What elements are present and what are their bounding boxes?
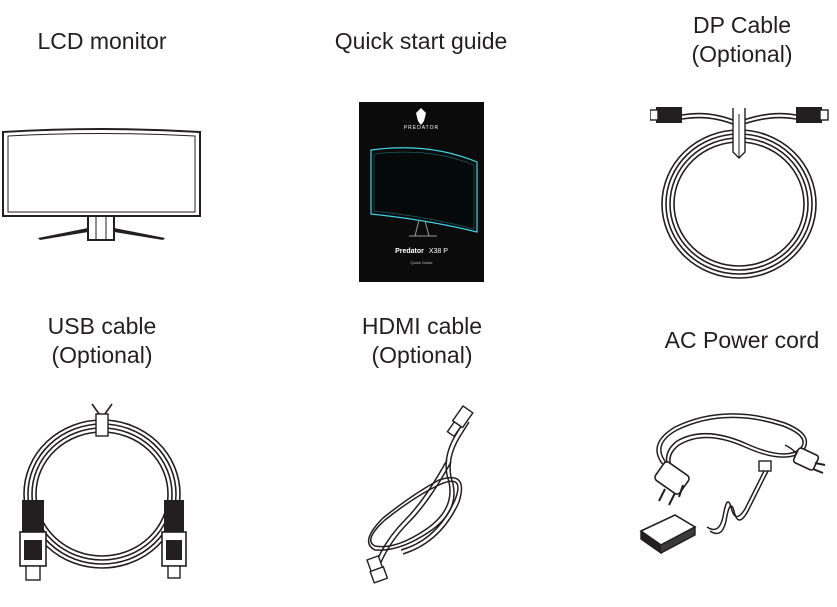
label-line: Quick start guide [334, 28, 508, 54]
label-line: DP Cable [692, 12, 792, 38]
hdmi-cable-icon [366, 405, 474, 584]
guide-brand: PREDATOR [403, 125, 440, 131]
lcd-monitor-label: LCD monitor [0, 27, 204, 56]
label-line: (Optional) [691, 41, 793, 67]
ac-power-cord-image [635, 405, 830, 555]
hdmi-cable-image [345, 400, 505, 585]
hdmi-cable-label: HDMI cable (Optional) [320, 312, 524, 370]
guide-model: Predator X38 P [359, 248, 484, 255]
guide-artwork [370, 108, 478, 237]
label-line: AC Power cord [664, 327, 820, 353]
label-line: HDMI cable [361, 313, 483, 339]
guide-subtitle: Quick Guide [410, 260, 433, 265]
power-adapter [639, 514, 697, 555]
plug-right [792, 447, 826, 474]
monitor-icon [2, 128, 201, 241]
label-line: USB cable [47, 313, 157, 339]
usb-plug-left [19, 500, 47, 581]
plug-left [654, 461, 690, 506]
label-line: LCD monitor [37, 28, 167, 54]
guide-cover: PREDATOR Predator X38 P Quick Guide [359, 102, 484, 282]
usb-cable-label: USB cable (Optional) [0, 312, 204, 370]
label-line: (Optional) [51, 342, 153, 368]
dp-cable-icon [650, 107, 829, 279]
dp-cable-image [650, 100, 830, 280]
quick-start-guide-label: Quick start guide [312, 27, 530, 56]
quick-start-guide-image: PREDATOR Predator X38 P Quick Guide [359, 102, 484, 282]
usb-cable-image [14, 400, 194, 585]
ac-power-cord-label: AC Power cord [640, 326, 837, 355]
label-line: (Optional) [371, 342, 473, 368]
power-cord-icon [639, 413, 826, 555]
predator-logo-icon [416, 108, 426, 125]
dp-cable-label: DP Cable (Optional) [640, 11, 837, 69]
usb-cable-icon [19, 403, 187, 581]
guide-model-number: X38 P [428, 248, 448, 255]
guide-model-name: Predator [395, 248, 424, 255]
lcd-monitor-image [0, 124, 205, 244]
usb-plug-right [161, 500, 187, 579]
